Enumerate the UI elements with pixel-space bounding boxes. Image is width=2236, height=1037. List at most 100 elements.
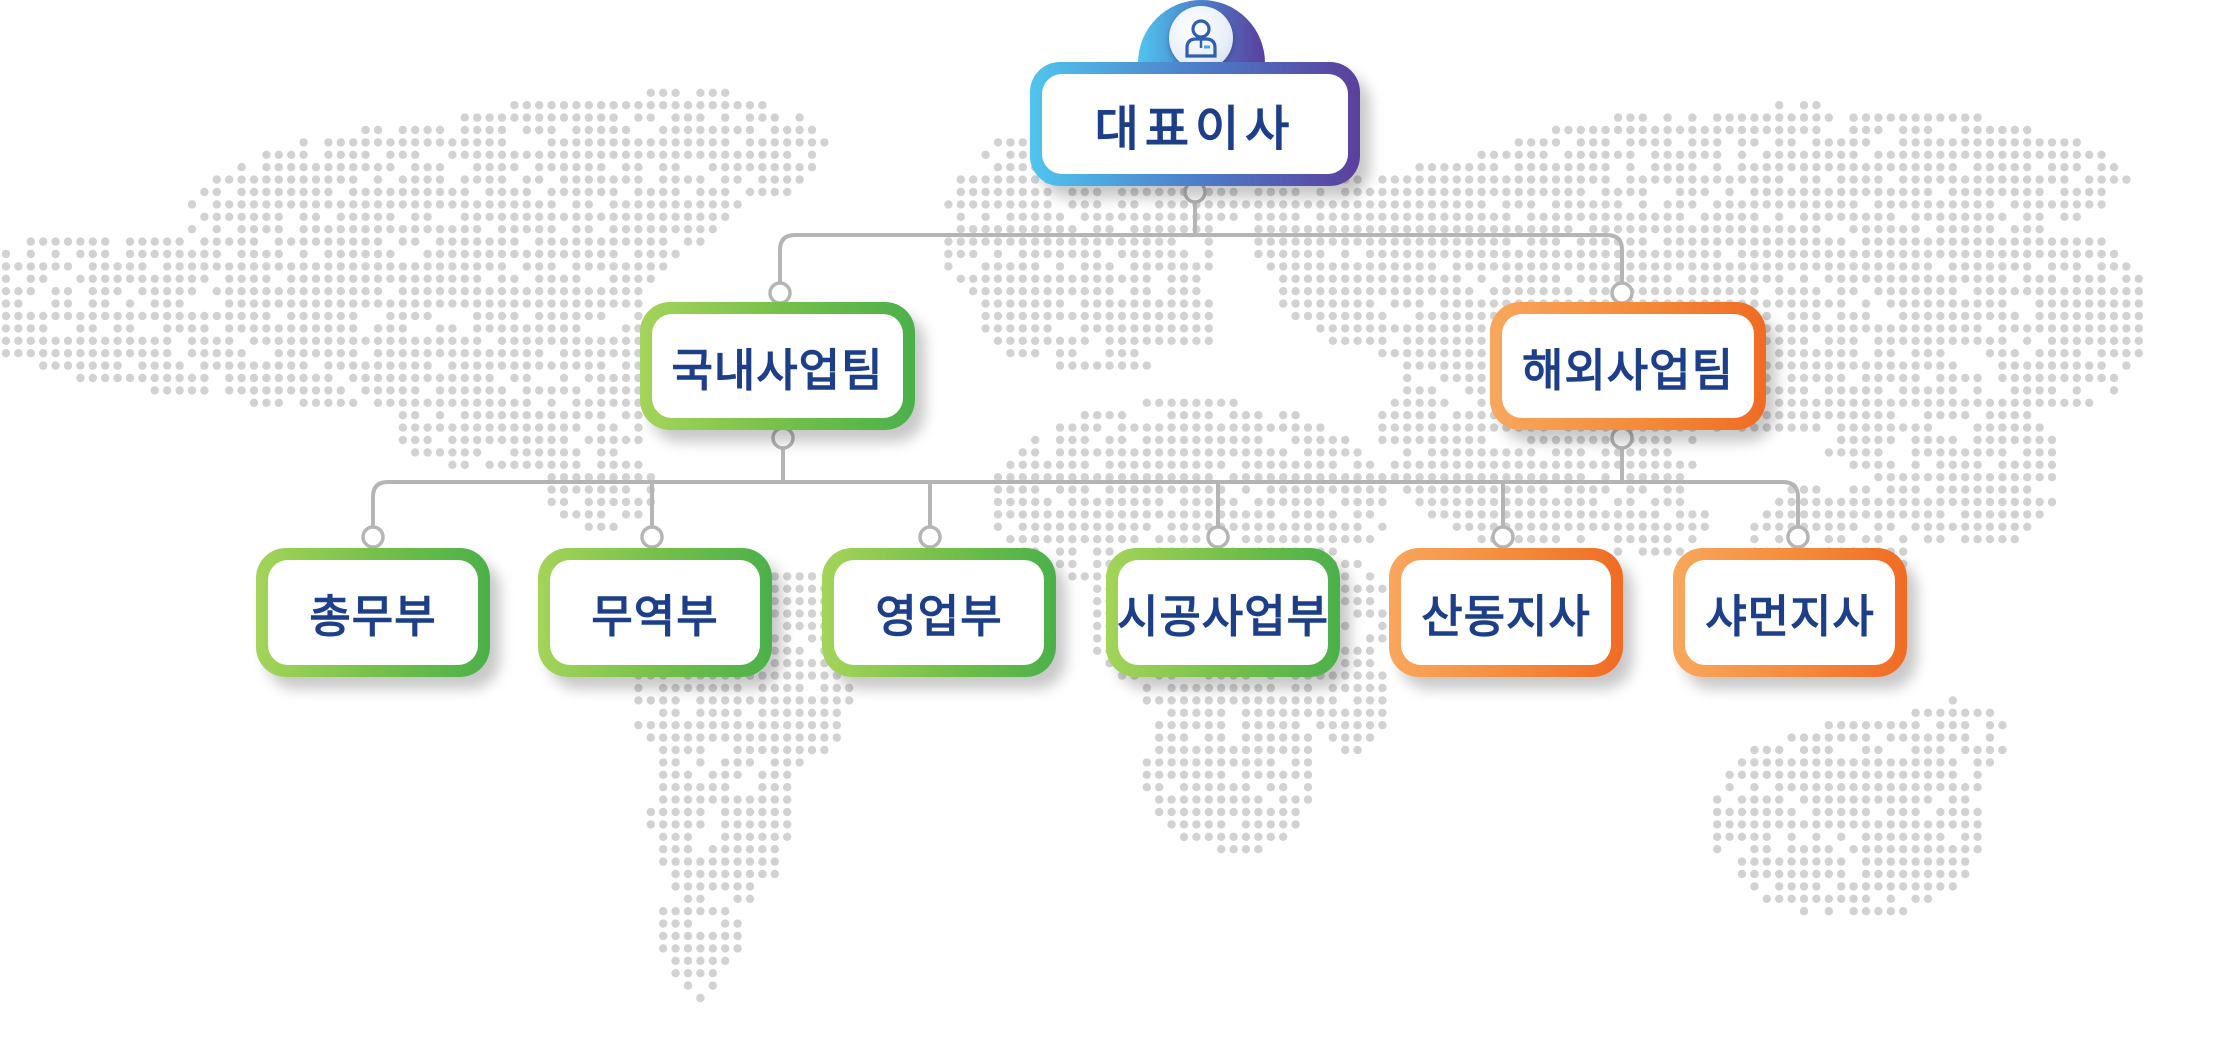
map-dot <box>708 150 717 159</box>
department-node-sales[interactable]: 영업부 <box>822 548 1056 677</box>
map-dot <box>1477 435 1486 445</box>
map-dot <box>1055 485 1065 494</box>
map-dot <box>1093 200 1102 209</box>
map-dot <box>1465 187 1474 197</box>
map-dot <box>373 187 383 197</box>
map-dot <box>1155 473 1164 482</box>
map-dot <box>795 163 804 172</box>
map-dot <box>1155 311 1164 321</box>
map-dot <box>683 832 693 841</box>
map-dot <box>448 150 457 159</box>
map-dot <box>510 287 519 296</box>
map-dot <box>175 287 184 296</box>
map-dot <box>1093 510 1102 519</box>
map-dot <box>572 125 581 135</box>
map-dot <box>1204 324 1214 333</box>
team-node-overseas[interactable]: 해외사업팀 <box>1490 302 1766 430</box>
map-dot <box>609 200 618 209</box>
department-node-shandong-branch[interactable]: 산동지사 <box>1389 548 1623 677</box>
map-dot <box>547 497 556 507</box>
map-dot <box>1142 311 1152 321</box>
map-dot <box>783 770 792 779</box>
map-dot <box>187 287 197 296</box>
map-dot <box>621 212 631 221</box>
map-dot <box>1477 448 1486 457</box>
map-dot <box>237 187 246 197</box>
map-dot <box>324 138 333 147</box>
map-dot <box>299 349 308 358</box>
map-dot <box>1328 696 1338 705</box>
map-dot <box>448 287 457 296</box>
map-dot <box>1465 299 1474 308</box>
map-dot <box>1055 448 1065 457</box>
map-dot <box>311 299 321 308</box>
department-node-construction[interactable]: 시공사업부 <box>1106 548 1340 677</box>
map-dot <box>1489 163 1499 172</box>
map-dot <box>1403 423 1412 432</box>
map-dot <box>1589 212 1598 221</box>
map-dot <box>1303 473 1313 482</box>
map-dot <box>212 349 221 358</box>
map-dot <box>993 336 1003 345</box>
map-dot <box>621 274 631 283</box>
map-dot <box>485 435 494 445</box>
map-dot <box>1440 237 1449 246</box>
map-dot <box>1365 473 1375 482</box>
map-dot <box>832 733 841 742</box>
map-dot <box>473 398 482 407</box>
map-dot <box>485 237 494 246</box>
map-dot <box>807 721 817 730</box>
map-dot <box>708 138 717 147</box>
map-dot <box>609 125 618 135</box>
map-dot <box>721 907 730 916</box>
map-dot <box>1576 262 1586 271</box>
map-dot <box>1341 299 1350 308</box>
map-dot <box>559 373 569 383</box>
map-dot <box>820 708 829 717</box>
map-dot <box>535 101 544 110</box>
map-dot <box>770 659 779 668</box>
map-dot <box>1266 212 1276 221</box>
map-dot <box>683 969 693 978</box>
ceo-node[interactable]: 대표이사 <box>1030 62 1360 186</box>
department-node-trade[interactable]: 무역부 <box>538 548 772 677</box>
map-dot <box>1080 274 1090 283</box>
map-dot <box>683 795 693 804</box>
map-dot <box>1539 473 1548 482</box>
map-dot <box>671 919 680 928</box>
map-dot <box>311 163 321 172</box>
map-dot <box>1303 708 1313 717</box>
map-dot <box>361 150 370 159</box>
department-label: 산동지사 <box>1421 590 1591 643</box>
map-dot <box>1651 448 1660 457</box>
map-dot <box>510 411 519 420</box>
map-dot <box>1328 535 1338 544</box>
map-dot <box>609 460 618 469</box>
map-dot <box>1365 683 1375 693</box>
department-node-xiamen-branch[interactable]: 샤먼지사 <box>1673 548 1907 677</box>
department-node-general-affairs[interactable]: 총무부 <box>256 548 490 677</box>
map-dot <box>696 125 705 135</box>
map-dot <box>299 212 308 221</box>
map-dot <box>1527 448 1536 457</box>
map-dot <box>1155 485 1164 494</box>
map-dot <box>1142 237 1152 246</box>
map-dot <box>1477 373 1486 383</box>
map-dot <box>497 175 507 184</box>
map-dot <box>721 770 730 779</box>
map-dot <box>1576 138 1586 147</box>
team-node-domestic[interactable]: 국내사업팀 <box>640 302 915 430</box>
map-dot <box>1142 473 1152 482</box>
map-dot <box>1415 473 1424 482</box>
map-dot <box>386 150 395 159</box>
map-dot <box>584 287 593 296</box>
map-dot <box>721 683 730 693</box>
map-dot <box>1130 287 1139 296</box>
map-dot <box>1043 510 1052 519</box>
map-dot <box>547 138 556 147</box>
map-dot <box>1204 820 1214 829</box>
map-dot <box>1403 386 1412 395</box>
map-dot <box>1167 696 1176 705</box>
map-dot <box>783 708 792 717</box>
map-dot <box>671 721 680 730</box>
